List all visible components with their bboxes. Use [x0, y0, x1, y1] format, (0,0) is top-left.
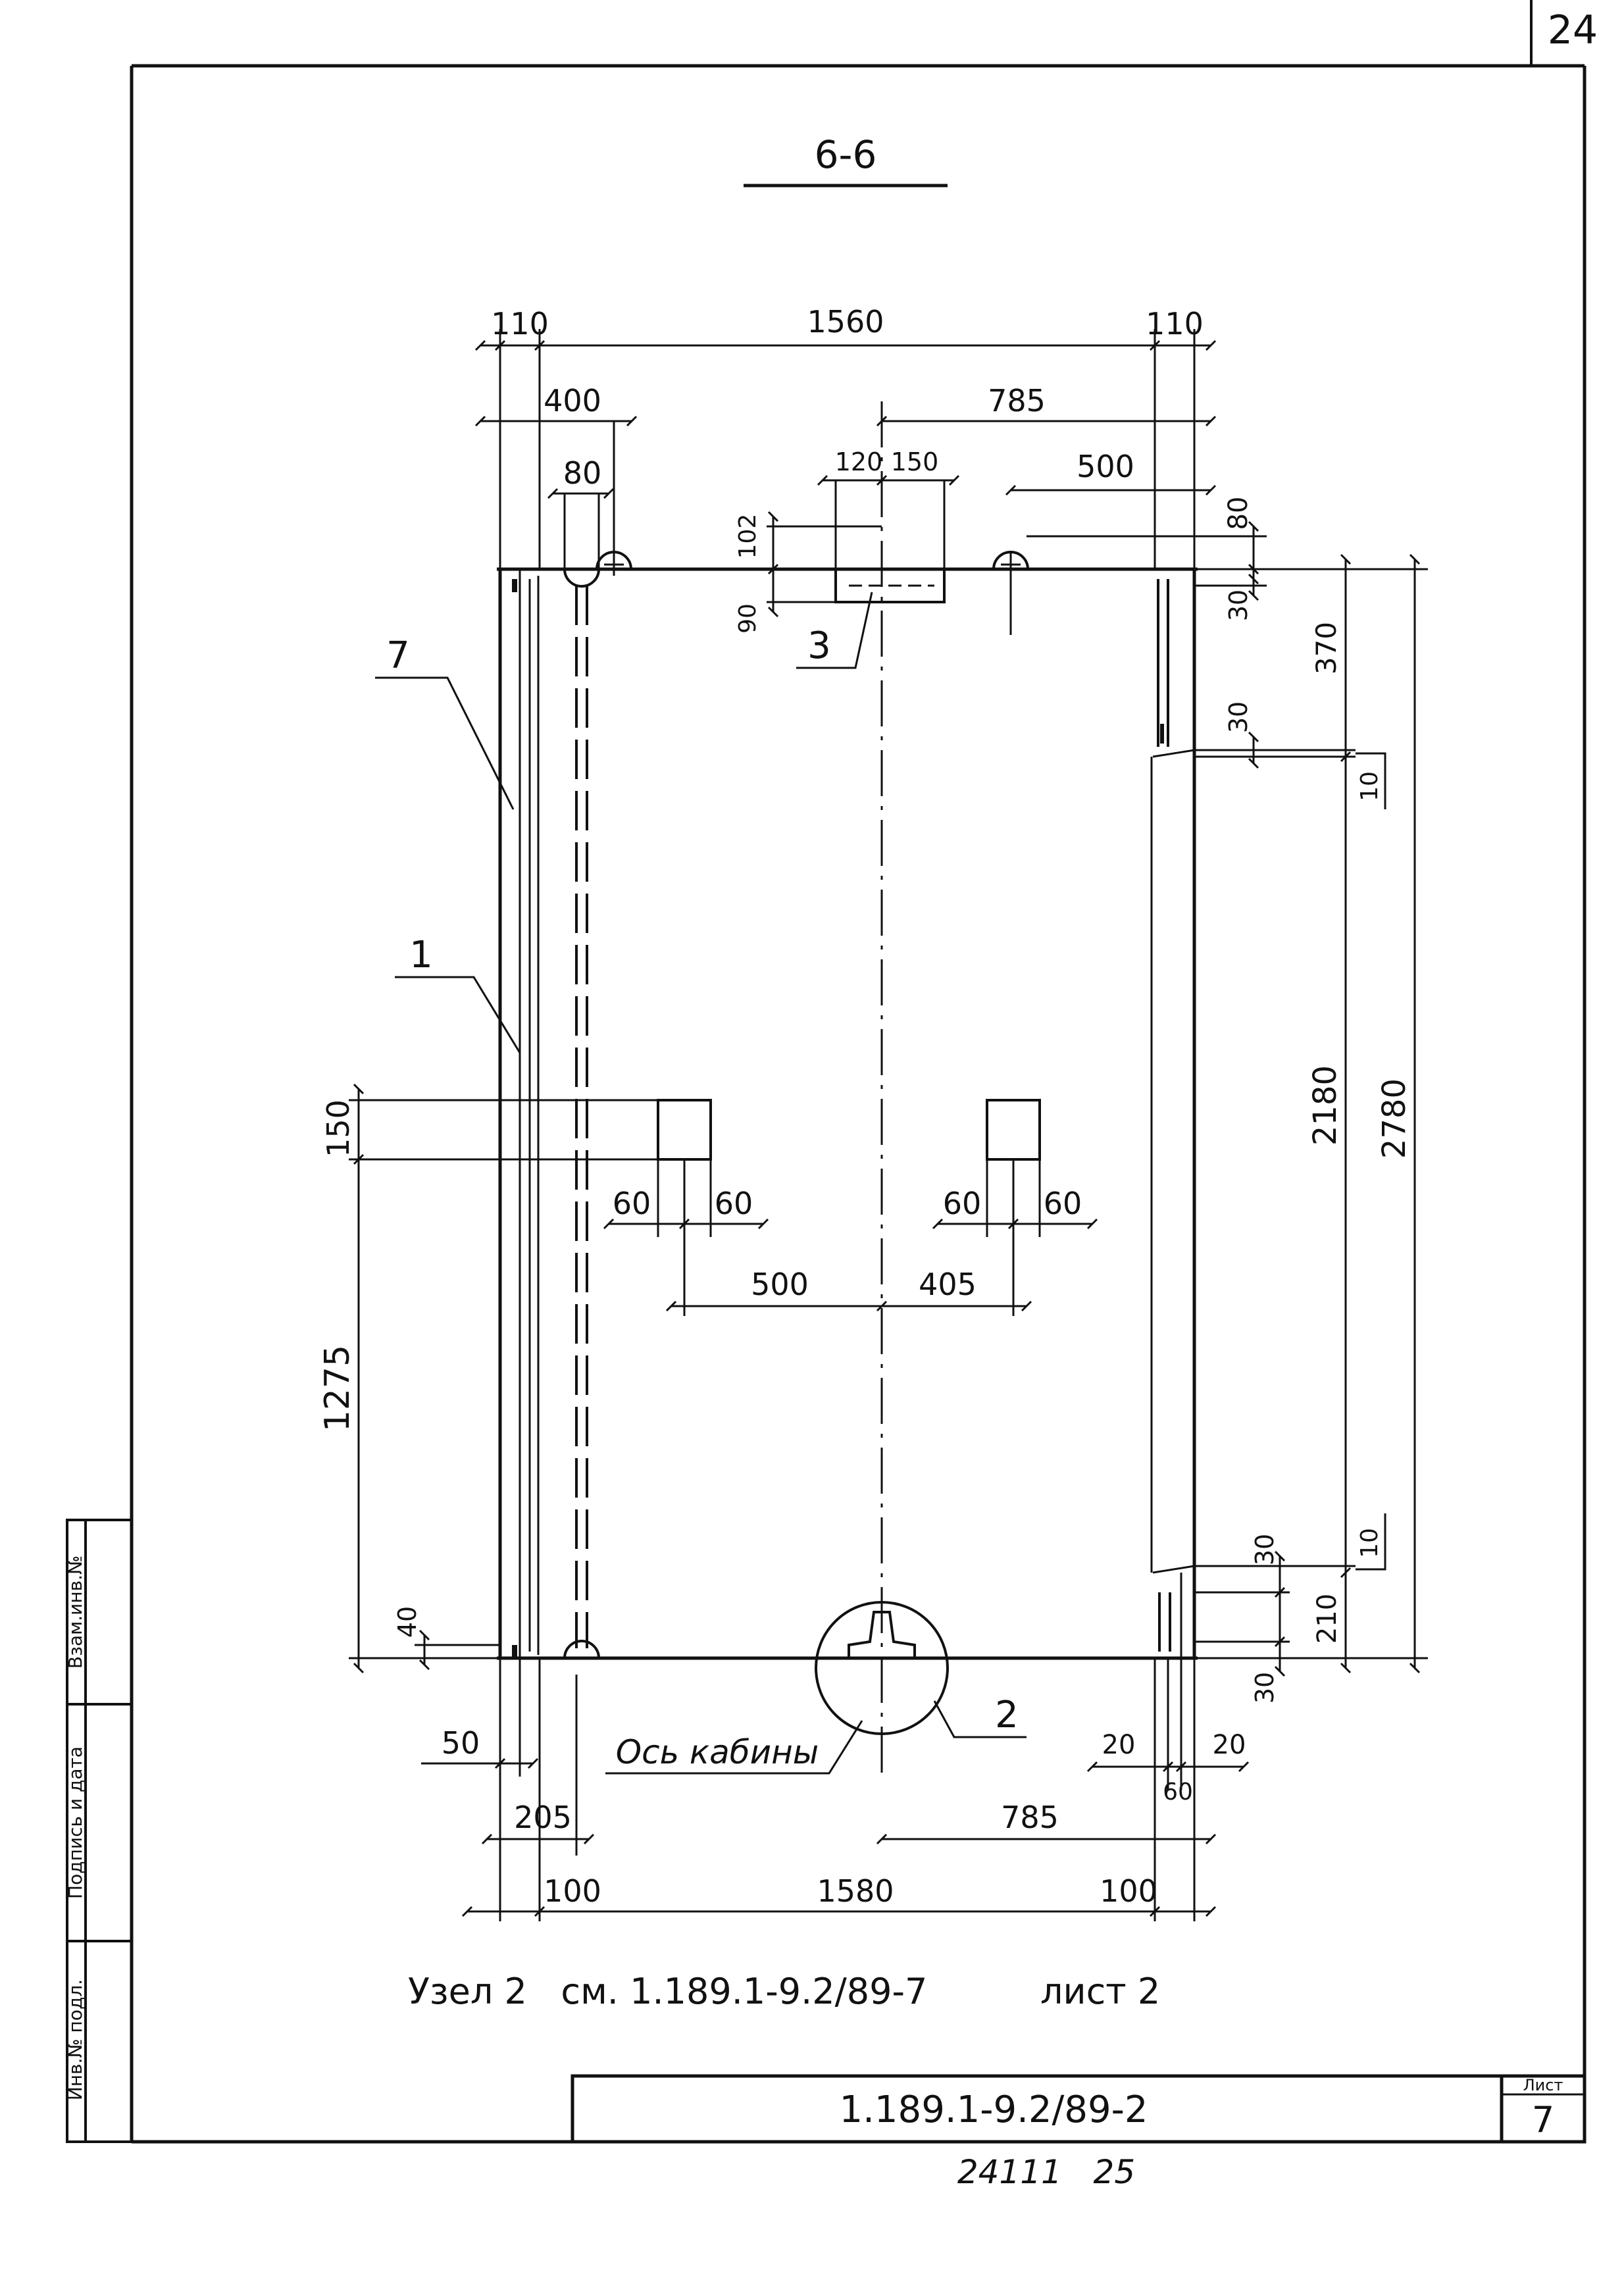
dim-top-right-offset: 110: [1146, 306, 1204, 341]
dim-top-500: 500: [1077, 449, 1134, 484]
section-title-text: 6-6: [815, 132, 877, 177]
dim-bottom-50: 50: [442, 1725, 480, 1761]
section-title: 6-6: [744, 132, 948, 188]
dim-right-2780: 2780: [1376, 1078, 1413, 1159]
dim-right-30-a: 30: [1224, 590, 1253, 621]
stamp-sign-date: Подпись и дата: [64, 1746, 86, 1899]
dim-mid-60-c: 60: [943, 1186, 982, 1221]
dim-top-120: 120: [835, 447, 883, 476]
dim-mid-60-a: 60: [613, 1186, 651, 1221]
cabin-axis-label: Ось кабины: [616, 1733, 819, 1771]
dim-bottom-100-left: 100: [544, 1873, 601, 1909]
dim-top-total-width: 1560: [807, 304, 884, 340]
dim-top-785: 785: [988, 383, 1046, 418]
stamp-inv-orig: Инв.№ подл.: [64, 1979, 86, 2100]
cabin-plan: [497, 401, 1198, 1777]
dimension-lines: [349, 329, 1428, 1921]
page-number-box: 24: [1530, 0, 1598, 66]
dim-top-80-right: 80: [1223, 497, 1254, 530]
callout-7: 7: [386, 634, 410, 677]
dim-top-80-left: 80: [563, 455, 602, 491]
dim-bottom-20-b: 20: [1213, 1730, 1246, 1760]
dimension-texts: 110 1560 110 400 785 80 120 150 500 80 1…: [318, 304, 1413, 1909]
dim-mid-500: 500: [751, 1267, 809, 1302]
dim-right-30-b: 30: [1224, 701, 1253, 733]
dim-bottom-785: 785: [1001, 1800, 1059, 1835]
dim-bottom-205: 205: [514, 1800, 572, 1835]
dim-mid-60-b: 60: [715, 1186, 753, 1221]
dim-bottom-100-right: 100: [1100, 1873, 1157, 1909]
dim-bottom-total-width: 1580: [817, 1873, 894, 1909]
dim-right-10-b: 10: [1356, 1528, 1383, 1558]
dim-left-90: 90: [734, 603, 761, 634]
dim-bottom-20-a: 20: [1102, 1730, 1136, 1760]
title-block: [571, 2074, 1586, 2144]
stamp-inv-repl: Взам.инв.№: [64, 1555, 86, 1669]
dim-top-left-offset: 110: [491, 306, 549, 341]
archive-number: 24111 25: [957, 2153, 1135, 2191]
dim-left-40: 40: [393, 1606, 422, 1638]
title-block-doc-code: 1.189.1-9.2/89-2: [840, 2088, 1148, 2131]
side-stamp: [66, 1519, 133, 2143]
dim-bottom-60: 60: [1163, 1779, 1193, 1806]
dim-right-30-d: 30: [1250, 1672, 1279, 1704]
callout-1: 1: [409, 934, 433, 976]
dim-mid-405: 405: [919, 1267, 977, 1302]
callout-2: 2: [995, 1694, 1019, 1736]
title-block-sheet-label: Лист: [1523, 2076, 1563, 2094]
dim-left-102: 102: [734, 514, 761, 559]
dim-right-210: 210: [1312, 1594, 1342, 1644]
node-reference-note: Узел 2 см. 1.189.1-9.2/89-7 лист 2: [408, 1971, 1160, 2012]
dim-right-370: 370: [1310, 622, 1342, 674]
dim-right-30-c: 30: [1250, 1534, 1279, 1565]
callout-numbers: 7 1 3 2: [386, 624, 1019, 1736]
page-number: 24: [1548, 7, 1598, 53]
dim-right-2180: 2180: [1307, 1065, 1344, 1146]
dim-mid-60-d: 60: [1044, 1186, 1082, 1221]
dim-top-400: 400: [544, 383, 601, 418]
dim-right-10-a: 10: [1356, 771, 1383, 801]
dim-top-150: 150: [891, 447, 939, 476]
callout-3: 3: [807, 624, 831, 667]
title-block-sheet-number: 7: [1532, 2099, 1554, 2140]
dim-left-150: 150: [320, 1100, 356, 1157]
callout-leaders: [375, 592, 1027, 1775]
dim-left-1275: 1275: [318, 1345, 357, 1432]
